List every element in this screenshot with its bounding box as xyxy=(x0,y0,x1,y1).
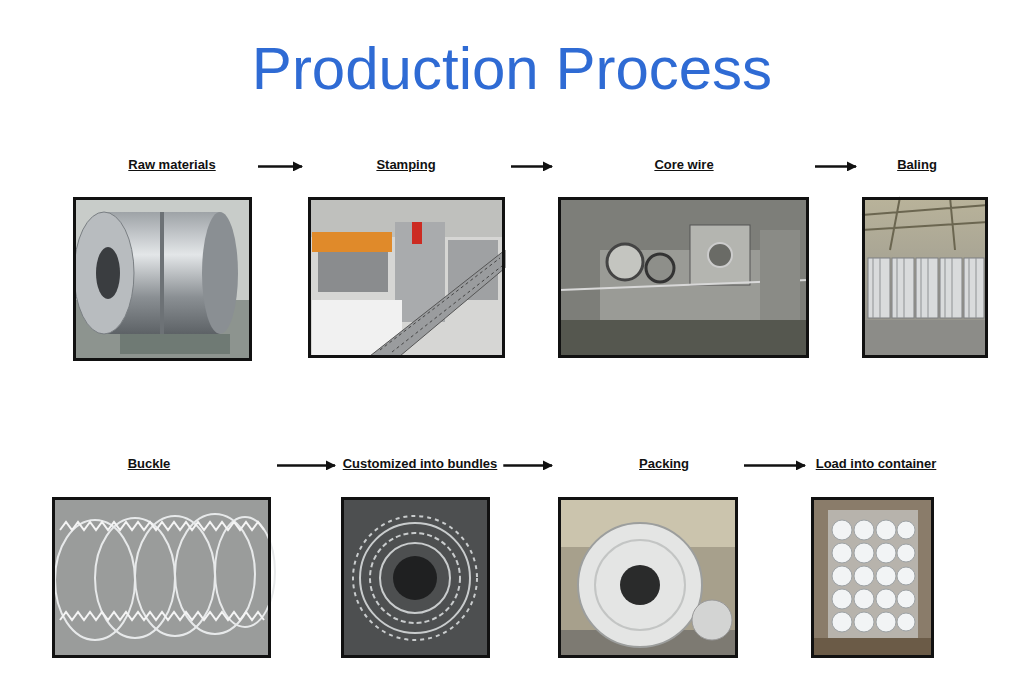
flow-arrow xyxy=(277,464,335,467)
photo-frame xyxy=(52,497,271,658)
process-step: Buckle xyxy=(52,456,271,658)
photo-frame xyxy=(73,197,252,361)
page-title: Production Process xyxy=(0,36,1024,102)
packed-coil-photo xyxy=(558,497,738,658)
step-label: Customized into bundles xyxy=(343,456,498,473)
process-step: Customized into bundles xyxy=(341,456,490,658)
stamping-machine-photo xyxy=(308,197,505,358)
flow-arrow xyxy=(815,165,856,168)
photo-frame xyxy=(558,197,809,358)
core-wire-machine-photo xyxy=(558,197,809,358)
flow-arrow xyxy=(511,165,552,168)
razor-wire-photo xyxy=(52,497,275,658)
process-step: Core wire xyxy=(558,157,809,358)
step-label: Baling xyxy=(897,157,937,174)
wire-bundle-photo xyxy=(341,497,490,658)
process-step: Baling xyxy=(862,157,988,358)
photo-frame xyxy=(558,497,738,658)
step-label: Packing xyxy=(639,456,689,473)
process-step: Raw materials xyxy=(73,157,252,361)
flow-arrow xyxy=(744,464,805,467)
process-step: Stamping xyxy=(308,157,505,358)
photo-frame xyxy=(811,497,934,658)
step-label: Stamping xyxy=(376,157,435,174)
process-step: Packing xyxy=(558,456,738,658)
process-step: Load into container xyxy=(811,456,934,658)
steel-coil-photo xyxy=(73,197,252,361)
container-loading-photo xyxy=(811,497,934,658)
step-label: Load into container xyxy=(816,456,937,473)
step-label: Buckle xyxy=(128,456,171,473)
warehouse-coils-photo xyxy=(862,197,988,358)
flow-arrow xyxy=(258,165,302,168)
flow-arrow xyxy=(503,464,552,467)
step-label: Raw materials xyxy=(128,157,215,174)
photo-frame xyxy=(862,197,988,358)
photo-frame xyxy=(341,497,490,658)
step-label: Core wire xyxy=(654,157,713,174)
photo-frame xyxy=(308,197,505,358)
